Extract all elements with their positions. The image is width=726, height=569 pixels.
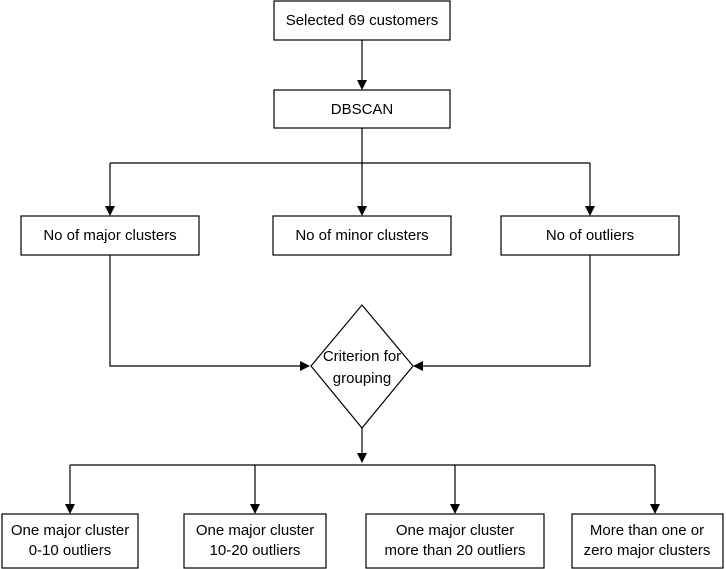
arrowhead-major (105, 206, 115, 216)
node-dbscan-label: DBSCAN (331, 101, 394, 118)
connectors (65, 40, 660, 514)
arrowhead-criterion-left (300, 361, 310, 371)
arrowhead-outliers (585, 206, 595, 216)
node-group-2: One major cluster 10-20 outliers (183, 513, 327, 569)
arrowhead-group3 (450, 504, 460, 514)
node-group-3-line2: more than 20 outliers (385, 542, 526, 559)
node-minor-clusters-label: No of minor clusters (295, 227, 428, 244)
node-minor-clusters: No of minor clusters (272, 215, 452, 256)
node-outliers: No of outliers (500, 215, 680, 256)
node-group-3-line1: One major cluster (396, 522, 514, 539)
node-group-4: More than one or zero major clusters (571, 513, 724, 569)
node-group-2-line2: 10-20 outliers (210, 542, 301, 559)
node-criterion: Criterion for grouping (310, 304, 414, 429)
arrowhead-criterion-down (357, 453, 367, 463)
node-group-4-line1: More than one or (590, 522, 704, 539)
node-start: Selected 69 customers (273, 0, 451, 41)
arrowhead-minor (357, 206, 367, 216)
node-outliers-label: No of outliers (546, 227, 634, 244)
node-group-3: One major cluster more than 20 outliers (365, 513, 545, 569)
node-start-label: Selected 69 customers (286, 12, 439, 29)
arrowhead-group2 (250, 504, 260, 514)
arrowhead-group1 (65, 504, 75, 514)
arrowhead-group4 (650, 504, 660, 514)
arrowhead-dbscan (357, 80, 367, 90)
node-group-1-line1: One major cluster (11, 522, 129, 539)
connector-major-to-criterion (109, 255, 300, 367)
arrowhead-criterion-right (413, 361, 423, 371)
node-group-1: One major cluster 0-10 outliers (1, 513, 139, 569)
node-group-2-line1: One major cluster (196, 522, 314, 539)
node-major-clusters: No of major clusters (20, 215, 200, 256)
node-group-4-line2: zero major clusters (584, 542, 711, 559)
node-criterion-line2: grouping (333, 370, 391, 387)
node-dbscan: DBSCAN (273, 89, 451, 129)
connector-outliers-to-criterion (423, 255, 591, 367)
node-major-clusters-label: No of major clusters (43, 227, 176, 244)
node-group-1-line2: 0-10 outliers (29, 542, 112, 559)
node-criterion-line1: Criterion for (323, 348, 401, 365)
